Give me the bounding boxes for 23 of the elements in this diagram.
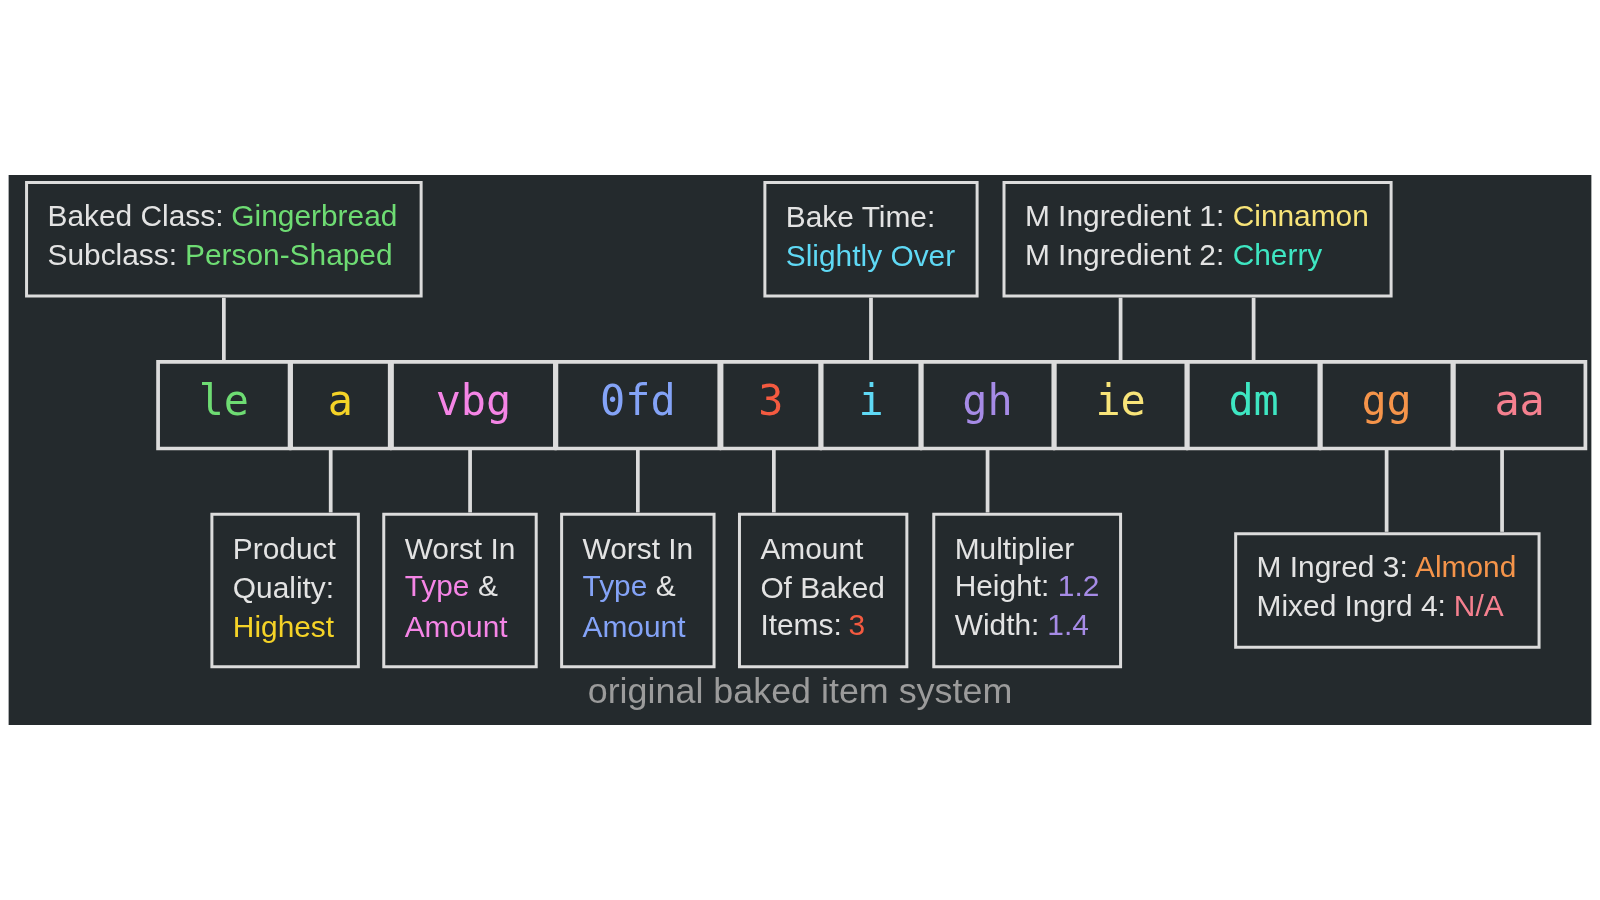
node-box: gh: [919, 359, 1056, 451]
connector: [468, 448, 472, 513]
connector: [222, 297, 226, 362]
node-box: gg: [1319, 359, 1455, 451]
node-box: ie: [1052, 359, 1189, 451]
connector: [772, 448, 776, 513]
node-box: vbg: [390, 359, 557, 451]
connector: [869, 297, 873, 362]
connector: [635, 448, 640, 513]
node-box: 3: [719, 359, 823, 451]
node-box: 0fd: [554, 359, 722, 451]
node-box: a: [289, 359, 392, 451]
node-box: dm: [1185, 359, 1322, 451]
connector: [985, 448, 990, 513]
connector: [328, 448, 333, 513]
caption: original baked item system: [587, 670, 1013, 711]
node-box: aa: [1452, 359, 1588, 451]
node-box: le: [156, 359, 292, 451]
connector: [1384, 448, 1389, 532]
connector: [1118, 297, 1123, 362]
connector: [1251, 297, 1256, 362]
connector: [1500, 448, 1504, 532]
node-box: i: [819, 359, 923, 451]
